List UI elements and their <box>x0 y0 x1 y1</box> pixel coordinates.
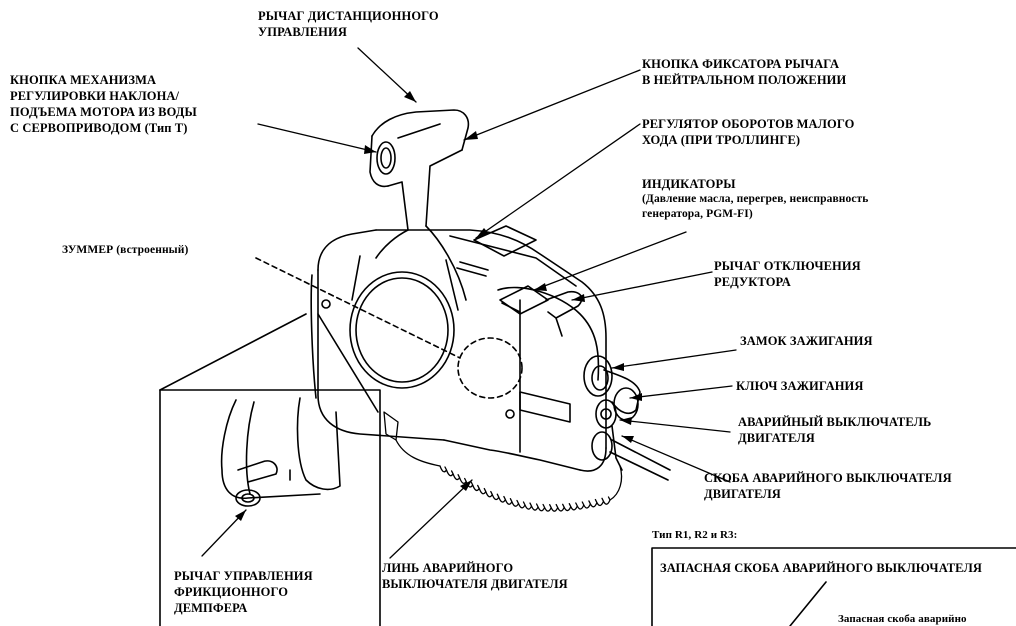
arrowheads <box>235 91 642 521</box>
control-box-housing <box>311 226 606 471</box>
indicators-label: ИНДИКАТОРЫ (Давление масла, перегрев, не… <box>642 176 868 222</box>
buzzer-location <box>256 258 522 398</box>
kill-switch-lanyard <box>384 412 622 511</box>
buzzer-label: ЗУММЕР (встроенный) <box>62 242 188 258</box>
indicators-detail-line1: (Давление масла, перегрев, неисправность <box>642 192 868 207</box>
types-label: Тип R1, R2 и R3: <box>652 528 737 542</box>
ignition-assembly <box>584 356 670 480</box>
ignition-key-label: КЛЮЧ ЗАЖИГАНИЯ <box>736 378 863 394</box>
indicators-detail-line2: генератора, PGM-FI) <box>642 207 868 222</box>
spare-clip-small-label: Запасная скоба аварийно <box>838 612 1016 626</box>
spare-clip-label: ЗАПАСНАЯ СКОБА АВАРИЙНОГО ВЫКЛЮЧАТЕЛЯ <box>660 560 1016 576</box>
ignition-switch-label: ЗАМОК ЗАЖИГАНИЯ <box>740 333 873 349</box>
